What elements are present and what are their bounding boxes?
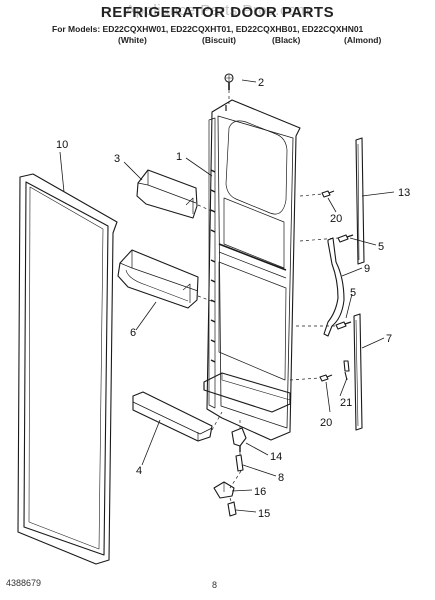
callout-13: 13 — [398, 187, 410, 199]
callout-21: 21 — [340, 397, 352, 409]
color-label-biscuit: (Biscuit) — [202, 35, 236, 45]
callout-3: 3 — [114, 153, 120, 165]
screw-20-lower — [319, 374, 333, 382]
callout-5-lower: 5 — [350, 287, 356, 299]
leader-1 — [185, 157, 213, 177]
color-label-white: (White) — [118, 35, 147, 45]
door-handle-part-9 — [323, 237, 345, 337]
leader-2 — [241, 79, 257, 83]
hinge-pin-part-14 — [231, 427, 247, 452]
callout-2: 2 — [258, 77, 264, 89]
handle-screw-5-upper — [337, 234, 354, 243]
dairy-bin-part — [136, 169, 198, 219]
callout-8: 10 — [56, 139, 68, 151]
page-number: 8 — [212, 580, 218, 590]
watermark-text: Appliance Parts Pros.com — [125, 2, 310, 19]
leader-10 — [242, 464, 277, 477]
callout-1: 1 — [176, 151, 182, 163]
color-label-black: (Black) — [272, 35, 301, 45]
handle-screw-5-lower — [335, 321, 352, 330]
callout-16: 16 — [254, 486, 266, 498]
screw-20-upper — [321, 190, 335, 198]
door-liner-part — [203, 99, 301, 441]
color-label-almond: (Almond) — [344, 35, 382, 45]
leader-6 — [135, 301, 157, 331]
callout-20-lower: 20 — [320, 417, 332, 429]
callout-6: 6 — [130, 327, 136, 339]
leader-21 — [339, 377, 348, 397]
leader-8 — [59, 151, 65, 193]
leader-16 — [231, 489, 253, 492]
page-title: REFRIGERATOR DOOR PARTS — [100, 4, 335, 21]
handle-trim-part-13 — [355, 137, 365, 265]
leader-9 — [341, 267, 363, 277]
handle-trim-part-7 — [353, 313, 363, 431]
screw-part-2 — [224, 73, 234, 90]
callout-5-upper: 5 — [378, 241, 384, 253]
door-shelf-bar-part — [132, 391, 213, 442]
callout-7: 7 — [386, 333, 392, 345]
document-number: 4388679 — [6, 578, 42, 588]
leader-20a — [327, 197, 337, 213]
callout-9: 9 — [364, 263, 370, 275]
screw-part-15 — [227, 501, 237, 517]
leader-5a — [349, 237, 377, 246]
screw-21 — [343, 360, 350, 381]
hinge-bracket-part-16 — [213, 481, 235, 499]
callout-20-upper: 20 — [330, 213, 342, 225]
models-line: For Models: ED22CQXHW01, ED22CQXHT01, ED… — [52, 24, 364, 34]
leader-14 — [245, 442, 269, 456]
leader-4 — [141, 419, 161, 466]
leader-7 — [361, 337, 385, 349]
leader-15 — [235, 509, 257, 513]
leader-3 — [123, 161, 143, 181]
callout-15: 15 — [258, 508, 270, 520]
callout-14: 14 — [270, 451, 282, 463]
callout-10: 8 — [278, 472, 284, 484]
part-10 — [235, 454, 244, 472]
leader-5b — [345, 293, 353, 319]
door-bin-part — [117, 249, 199, 309]
leader-20b — [325, 381, 331, 413]
door-gasket-part — [17, 173, 118, 565]
leader-13 — [361, 191, 395, 197]
callout-4: 4 — [136, 465, 142, 477]
